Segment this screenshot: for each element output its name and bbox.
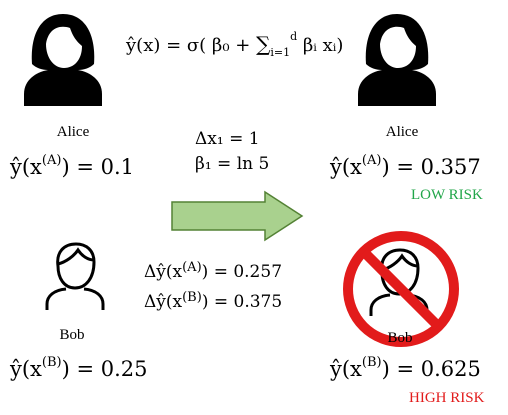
low-risk-label: LOW RISK	[411, 187, 483, 203]
prohibited-icon	[343, 231, 459, 347]
alice-woman-icon	[24, 14, 102, 106]
formula-lhs: ŷ(x) = σ( β₀ +	[126, 35, 257, 56]
alice-name-before: Alice	[56, 124, 90, 140]
formula-rhs: βᵢ xᵢ)	[297, 35, 344, 56]
formula-sum: ∑i=1d	[256, 30, 298, 59]
bob-delta: Δŷ(x(B)) = 0.375	[144, 290, 283, 312]
bob-name-after: Bob	[387, 330, 413, 346]
delta-x-label: Δx₁ = 1	[195, 129, 260, 149]
alice-name-after: Alice	[385, 124, 419, 140]
alice-woman-icon-after	[358, 14, 436, 106]
bob-man-icon	[45, 242, 105, 310]
bob-name-before: Bob	[59, 327, 85, 343]
bob-score-before: ŷ(x(B)) = 0.25	[10, 355, 148, 381]
beta-label: β₁ = ln 5	[195, 154, 270, 174]
high-risk-label: HIGH RISK	[409, 390, 485, 406]
bob-score-after: ŷ(x(B)) = 0.625	[330, 355, 481, 381]
logistic-formula: ŷ(x) = σ( β₀ + ∑i=1d βᵢ xᵢ)	[126, 30, 344, 59]
alice-score-before: ŷ(x(A)) = 0.1	[10, 153, 134, 179]
alice-delta: Δŷ(x(A)) = 0.257	[144, 260, 283, 282]
right-arrow-icon	[171, 190, 304, 242]
alice-score-after: ŷ(x(A)) = 0.357	[330, 153, 481, 179]
